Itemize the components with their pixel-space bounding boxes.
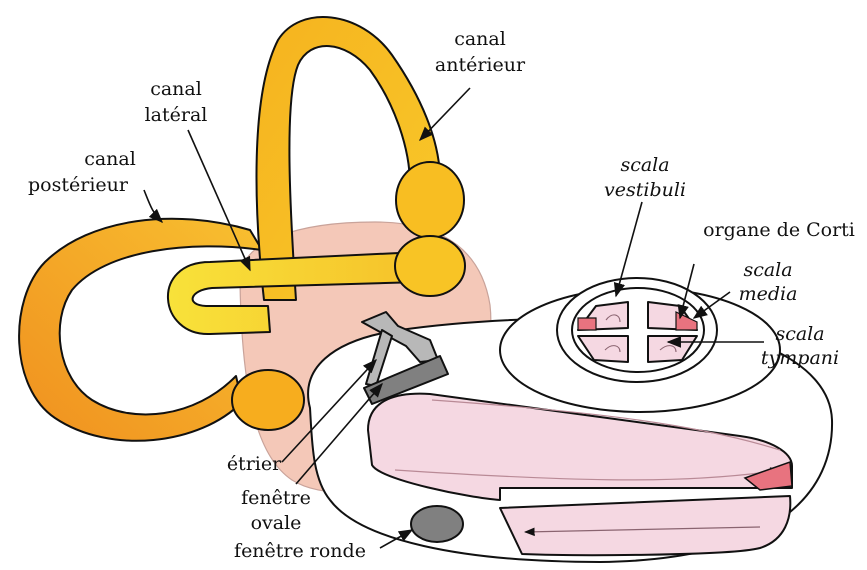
- round-window: [411, 506, 463, 542]
- label-lateral-canal: canal: [150, 78, 202, 100]
- label-scala-tympani-2: tympani: [761, 347, 839, 369]
- label-scala-media-2: media: [739, 283, 798, 305]
- arrow-posterior: [144, 190, 162, 222]
- arrow-lateral: [188, 130, 250, 270]
- label-oval-window-2: ovale: [251, 512, 302, 534]
- label-anterior-canal-2: antérieur: [435, 54, 526, 76]
- anterior-ampulla: [396, 162, 464, 238]
- label-lateral-canal-2: latéral: [145, 104, 208, 126]
- label-organ-of-corti: organe de Corti: [703, 219, 855, 241]
- lateral-ampulla: [395, 236, 465, 296]
- posterior-ampulla: [232, 370, 304, 430]
- label-posterior-canal-2: postérieur: [28, 174, 129, 196]
- label-anterior-canal: canal: [454, 28, 506, 50]
- label-stirrup: étrier: [227, 453, 282, 475]
- label-scala-tympani: scala: [775, 323, 824, 345]
- label-round-window: fenêtre ronde: [234, 540, 366, 562]
- label-scala-vestibuli-2: vestibuli: [604, 179, 686, 201]
- label-scala-media: scala: [743, 259, 792, 281]
- label-oval-window: fenêtre: [241, 487, 311, 509]
- label-scala-vestibuli: scala: [620, 154, 669, 176]
- arrow-anterior: [420, 88, 470, 140]
- label-posterior-canal: canal: [84, 148, 136, 170]
